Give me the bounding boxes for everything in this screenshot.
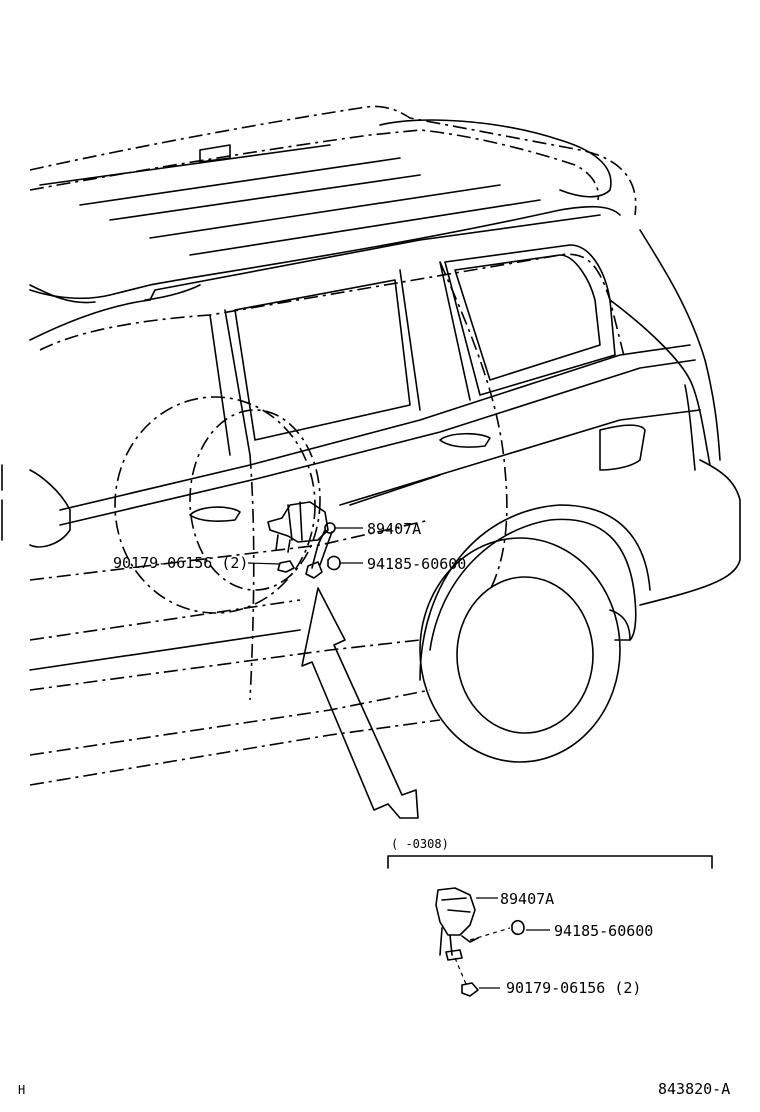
bolt-main — [277, 560, 295, 573]
leader-main-bolt — [247, 562, 281, 565]
callout-inset-bolt: 90179-06156 (2) — [506, 979, 641, 997]
vehicle-outline — [1, 105, 741, 786]
inset-range-label: ( -0308) — [391, 837, 449, 851]
nut-inset — [511, 919, 525, 936]
footer-left-code: H — [18, 1083, 25, 1097]
height-control-sensor-inset — [435, 887, 479, 961]
height-control-sensor-main — [267, 501, 336, 579]
bolt-inset — [461, 982, 479, 997]
leader-inset-dash-nut — [469, 927, 511, 941]
leader-inset-dash-bolt — [454, 957, 467, 985]
drawing-number: 843820-A — [658, 1080, 730, 1098]
detail-arrow — [301, 587, 419, 819]
inset-bracket — [387, 855, 713, 869]
callout-main-sensor: 89407A — [367, 520, 421, 538]
nut-main — [327, 555, 341, 571]
callout-inset-nut: 94185-60600 — [554, 922, 653, 940]
callout-inset-sensor: 89407A — [500, 890, 554, 908]
callout-main-bolt: 90179-06156 (2) — [113, 554, 248, 572]
callout-main-nut: 94185-60600 — [367, 555, 466, 573]
